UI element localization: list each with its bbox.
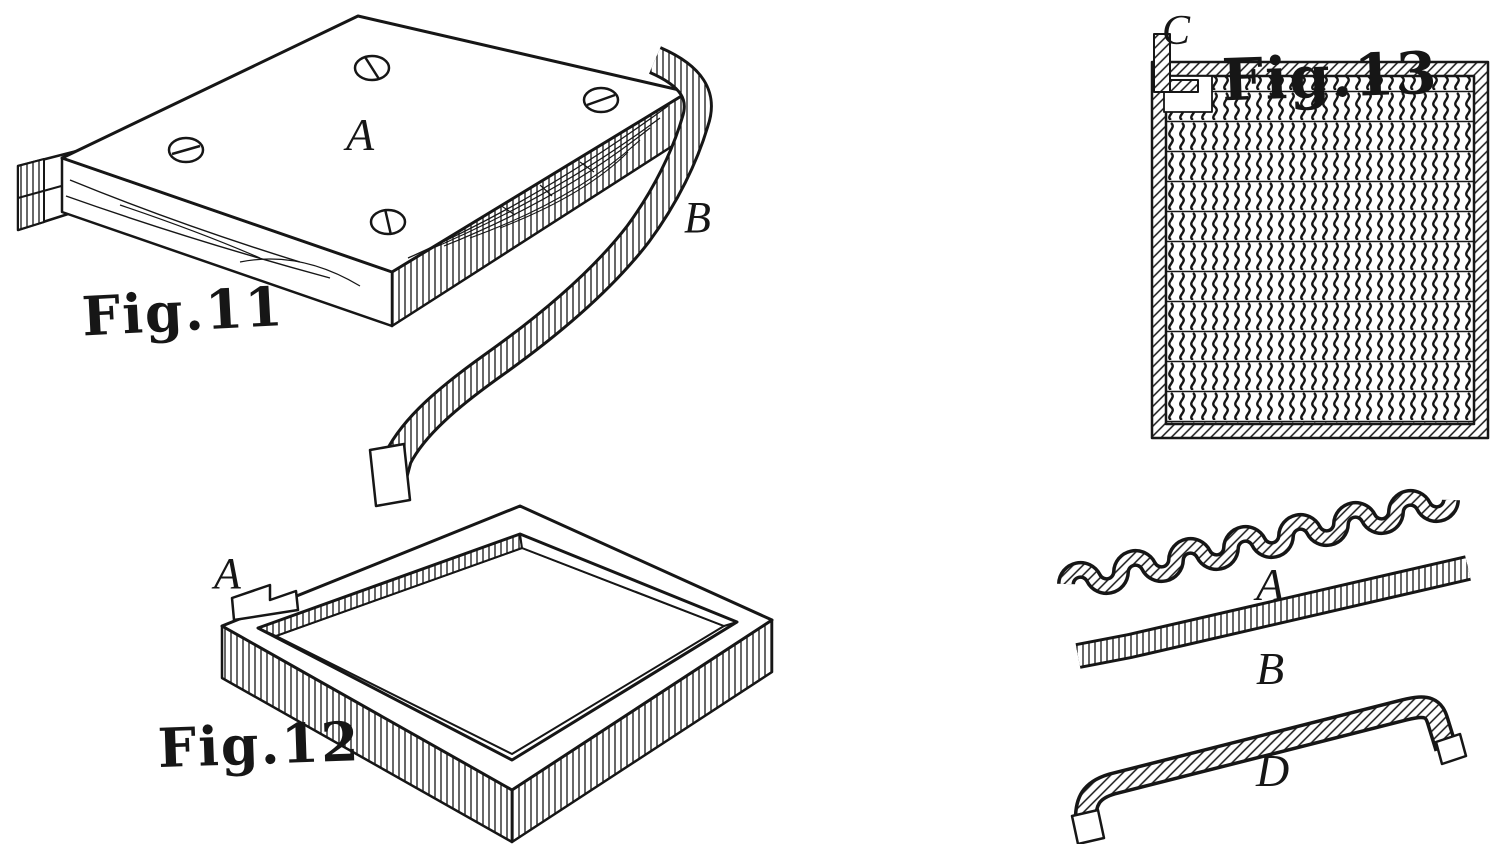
fig11-group: Fig.11 A B bbox=[16, 14, 713, 508]
fig13-strip-d-foot-right bbox=[1434, 732, 1468, 766]
fig13-strip-b-label: B bbox=[1256, 643, 1284, 694]
fig13-corrugated-strip-a bbox=[1057, 488, 1460, 596]
fig13-strip-d-foot-left bbox=[1070, 808, 1106, 844]
fig11-screws bbox=[167, 54, 620, 236]
fig11-screw-1 bbox=[353, 54, 391, 82]
fig13-mesh bbox=[1166, 76, 1474, 424]
fig13-bent-strip-d bbox=[1070, 695, 1468, 844]
fig11-label-a: A bbox=[343, 109, 375, 160]
fig12-rim bbox=[220, 504, 774, 792]
fig13-tab-c bbox=[1153, 33, 1213, 113]
fig11-screw-4 bbox=[369, 208, 407, 236]
fig13-group: Fig.13 C A B D bbox=[1057, 8, 1490, 844]
fig13-label-c: C bbox=[1162, 8, 1191, 54]
fig12-group: Fig.12 A bbox=[157, 504, 774, 844]
fig11-wood-grain bbox=[407, 105, 669, 259]
fig12-label-a: A bbox=[211, 549, 242, 598]
fig11-board-front-edge bbox=[60, 156, 394, 328]
fig12-corner-notch bbox=[230, 583, 300, 622]
fig13-flat-strip-b bbox=[1075, 555, 1471, 669]
fig11-strip-b bbox=[368, 46, 713, 508]
fig11-screw-3 bbox=[167, 136, 205, 164]
fig11-strip-end-block bbox=[368, 442, 412, 508]
fig11-screw-2 bbox=[582, 86, 620, 114]
fig13-caption: Fig.13 bbox=[1221, 39, 1440, 115]
fig13-frame bbox=[1150, 60, 1490, 440]
fig13-strip-d-label: D bbox=[1255, 745, 1289, 796]
fig11-board-top bbox=[60, 14, 690, 274]
fig11-label-b: B bbox=[684, 193, 711, 242]
fig12-caption: Fig.12 bbox=[157, 709, 362, 780]
fig11-caption: Fig.11 bbox=[80, 274, 286, 349]
